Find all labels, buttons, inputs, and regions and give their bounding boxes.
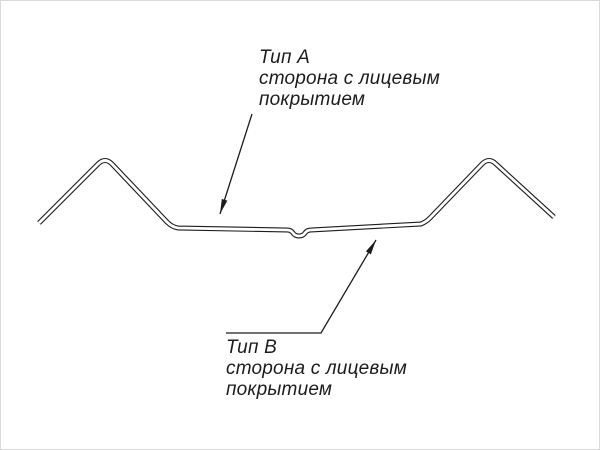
leader-line-type-a [219, 113, 253, 215]
label-type-a-line3: покрытием [259, 89, 366, 110]
label-type-b: Тип В сторона с лицевым покрытием [226, 337, 407, 400]
leader-line-type-b [226, 239, 377, 334]
label-type-b-title: Тип В [226, 337, 277, 358]
profile-sheet-inner-gap [38, 159, 555, 238]
label-type-b-line3: покрытием [226, 379, 333, 400]
profile-sheet-outline [37, 158, 556, 239]
label-type-b-line2: сторона с лицевым [226, 358, 407, 379]
label-type-a-line2: сторона с лицевым [259, 68, 440, 89]
label-type-a-title: Тип А [259, 47, 310, 68]
label-type-a: Тип А сторона с лицевым покрытием [259, 47, 440, 110]
